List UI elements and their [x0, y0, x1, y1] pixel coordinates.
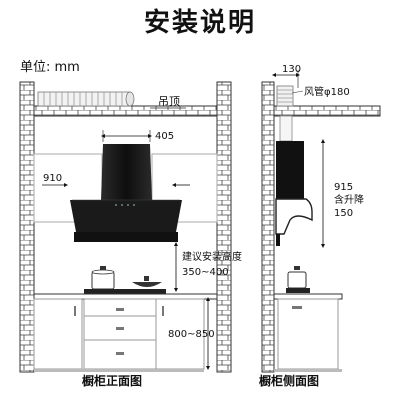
install-height-label: 建议安装高度	[182, 250, 242, 263]
side-view: 130 风管φ180 915 含升降 150 橱柜侧	[259, 64, 381, 388]
side-countertop	[273, 293, 343, 300]
cooktop	[84, 289, 166, 294]
duct-side	[276, 85, 294, 142]
pot-front	[91, 266, 115, 290]
install-height-value: 350~400	[182, 267, 229, 278]
duct-label: 风管φ180	[304, 85, 350, 98]
height-label-2: 含升降	[334, 193, 364, 206]
right-wall	[216, 81, 232, 373]
side-wall	[261, 81, 275, 373]
countertop	[33, 293, 218, 300]
ceiling-label: 吊顶	[158, 95, 180, 108]
flexible-duct	[37, 91, 135, 107]
counter-height-label: 800~850	[168, 329, 215, 340]
hood-width-label: 910	[43, 173, 62, 184]
front-view-caption: 橱柜正面图	[82, 373, 142, 388]
pot-side	[286, 266, 310, 293]
wok-front	[132, 276, 162, 287]
lower-cabinets-front	[33, 298, 205, 372]
side-lower-cabinet	[277, 298, 339, 370]
page-title: 安装说明	[143, 8, 256, 38]
wall-gap-label: 130	[282, 64, 301, 75]
height-label-3: 150	[334, 208, 353, 219]
unit-label: 单位: mm	[20, 60, 80, 75]
side-ceiling	[273, 105, 381, 117]
front-view: 吊顶 405 910 建议安装高度 350~400	[19, 81, 242, 388]
left-wall	[19, 81, 35, 373]
chimney-width-label: 405	[155, 131, 174, 142]
height-label-1: 915	[334, 182, 353, 193]
range-hood-front	[70, 144, 182, 242]
ceiling	[33, 105, 218, 117]
side-view-caption: 橱柜侧面图	[259, 373, 319, 388]
range-hood-side	[275, 141, 313, 246]
